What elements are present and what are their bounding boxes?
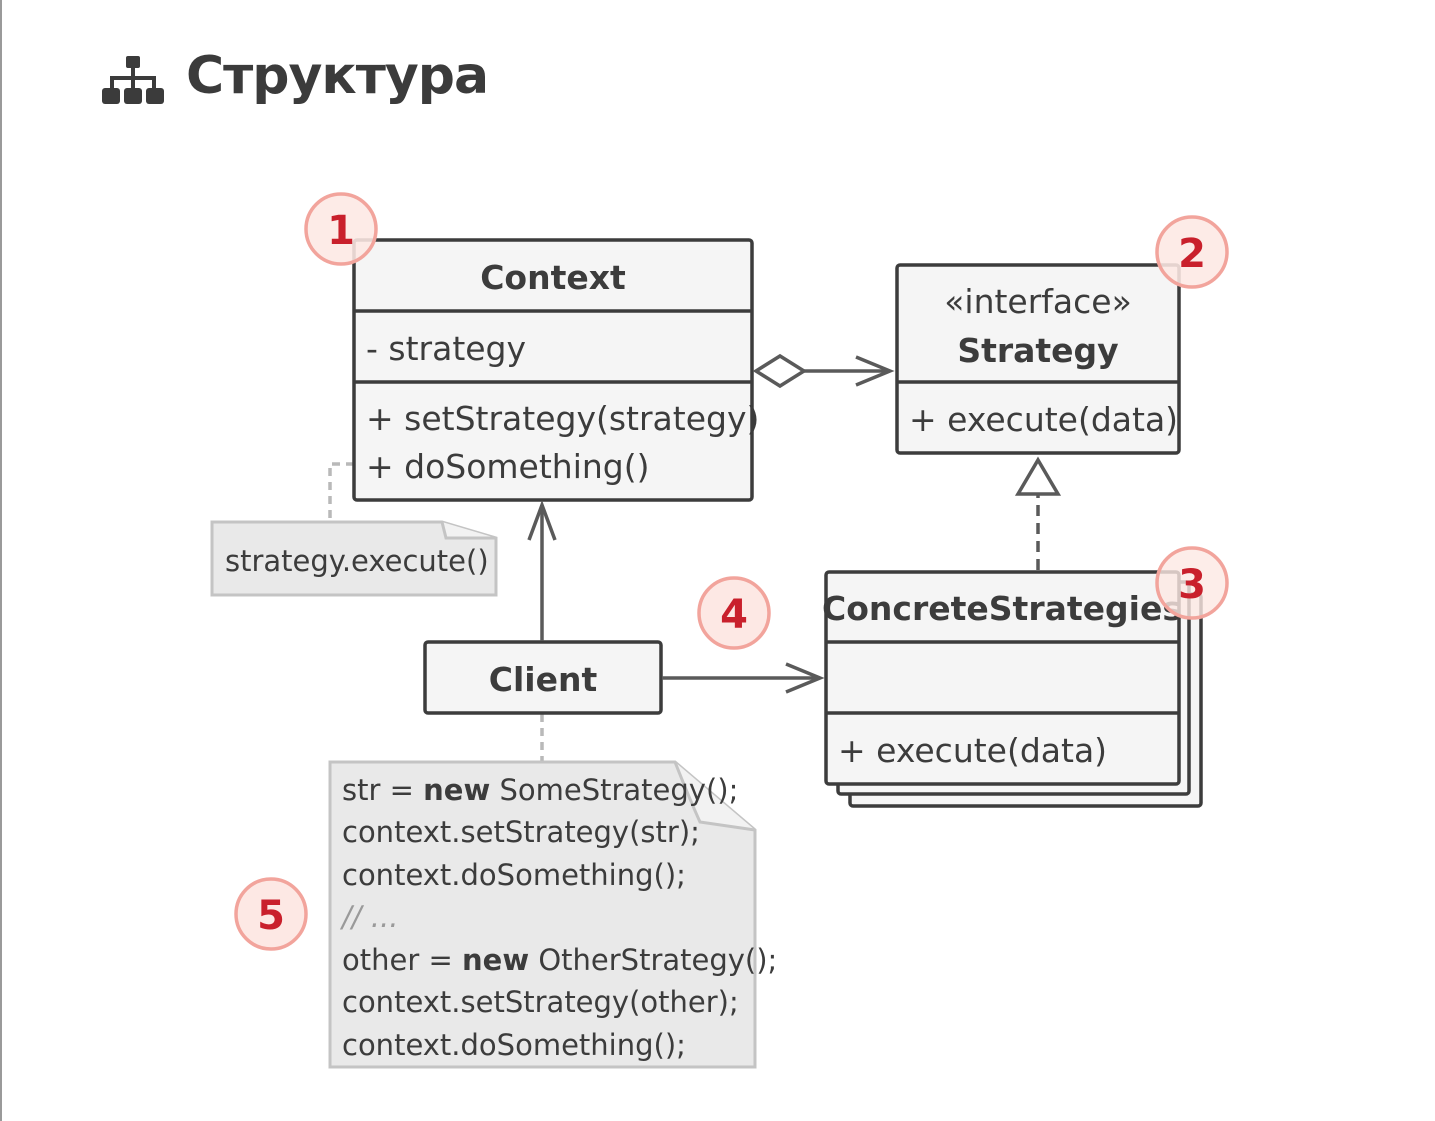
- context-note-link: [328, 462, 354, 522]
- client-class: Client: [423, 640, 663, 715]
- client-note-line-3: context.doSomething();: [342, 858, 686, 892]
- context-note-text: strategy.execute(): [225, 544, 489, 578]
- context-method-set-strategy: + setStrategy(strategy): [366, 399, 759, 438]
- context-note: strategy.execute(): [210, 520, 498, 597]
- marker-2: 2: [1155, 215, 1229, 289]
- marker-5: 5: [234, 877, 308, 951]
- marker-4: 4: [697, 576, 771, 650]
- context-class: Context - strategy + setStrategy(strateg…: [352, 238, 759, 502]
- strategy-method-execute: + execute(data): [909, 400, 1178, 439]
- context-field-strategy: - strategy: [366, 329, 526, 368]
- concrete-method-execute: + execute(data): [838, 731, 1107, 770]
- client-note-line-1: str = new SomeStrategy();: [342, 773, 738, 807]
- aggregation-arrow: [752, 353, 895, 389]
- strategy-stereotype: «interface»: [944, 282, 1132, 321]
- context-class-name: Context: [480, 258, 626, 297]
- client-to-concrete-arrow: [662, 662, 825, 694]
- client-note-line-6: context.setStrategy(other);: [342, 985, 739, 1019]
- context-method-do-something: + doSomething(): [366, 447, 650, 486]
- client-note: str = new SomeStrategy(); context.setStr…: [328, 760, 777, 1069]
- concrete-strategies-name: ConcreteStrategies: [822, 589, 1182, 628]
- svg-text:5: 5: [257, 893, 285, 939]
- page-title: Структура: [186, 46, 489, 106]
- concrete-strategies-class: ConcreteStrategies + execute(data): [822, 570, 1203, 808]
- marker-1: 1: [304, 192, 378, 266]
- marker-3: 3: [1155, 546, 1229, 620]
- strategy-interface: «interface» Strategy + execute(data): [895, 263, 1181, 455]
- client-note-line-7: context.doSomething();: [342, 1028, 686, 1062]
- realization-arrow: [1014, 456, 1062, 570]
- client-note-line-4-comment: // ...: [339, 900, 398, 934]
- client-note-line-5: other = new OtherStrategy();: [342, 943, 777, 977]
- client-class-name: Client: [489, 660, 598, 699]
- client-to-context-arrow: [527, 499, 557, 641]
- svg-text:1: 1: [327, 208, 355, 254]
- svg-text:3: 3: [1178, 562, 1206, 608]
- sitemap-icon: [102, 56, 164, 104]
- svg-text:4: 4: [720, 592, 748, 638]
- page-left-border: [0, 0, 2, 1121]
- svg-text:2: 2: [1178, 231, 1206, 277]
- client-note-line-2: context.setStrategy(str);: [342, 815, 700, 849]
- strategy-interface-name: Strategy: [957, 331, 1118, 370]
